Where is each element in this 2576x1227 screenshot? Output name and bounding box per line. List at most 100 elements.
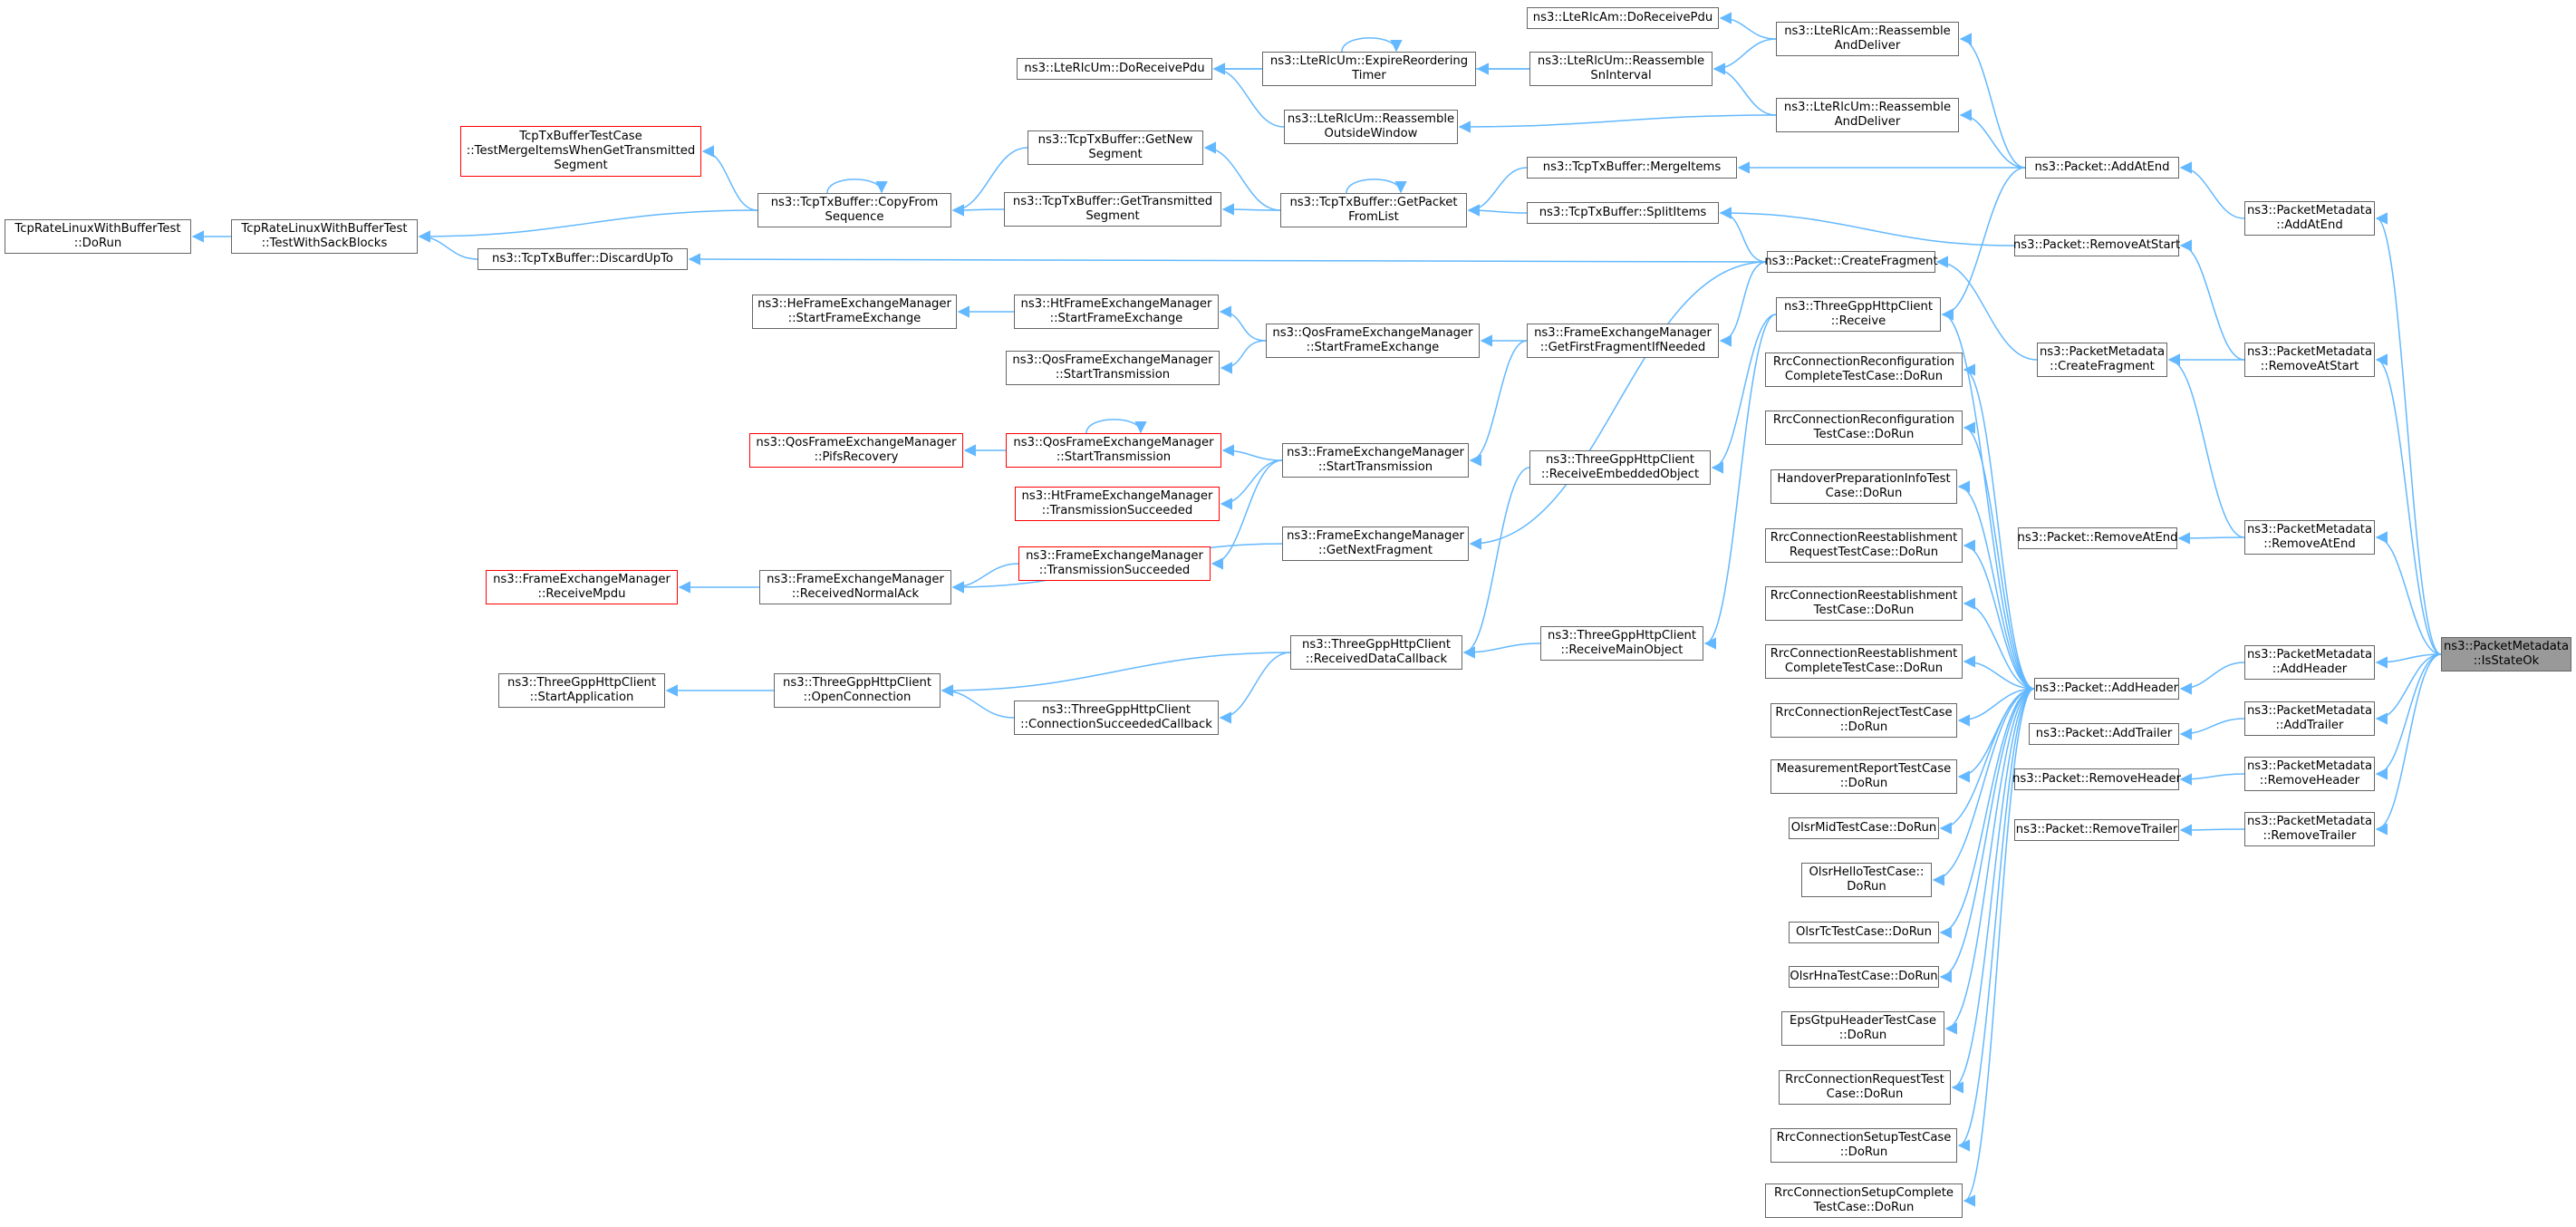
edge-rrc-reestcomplete-to-p-addheader: [1963, 655, 2035, 690]
node-olsr-hello[interactable]: OlsrHelloTestCase:: DoRun: [1801, 863, 1932, 897]
edge-um-doreceivepdu-to-um-reassembleoutside: [1212, 63, 1285, 128]
node-tcp-dorun[interactable]: TcpRateLinuxWithBufferTest ::DoRun: [5, 219, 191, 254]
node-olsr-mid[interactable]: OlsrMidTestCase::DoRun: [1789, 817, 1939, 839]
edge-p-removeatstart-to-pm-removeatstart: [2179, 239, 2245, 361]
edge-olsr-mid-to-p-addheader: [1939, 688, 2035, 835]
edge-am-doreceivepdu-to-am-reassemble: [1719, 12, 1777, 40]
node-pm-removeatstart[interactable]: ns3::PacketMetadata ::RemoveAtStart: [2244, 343, 2375, 377]
node-p-removeheader[interactable]: ns3::Packet::RemoveHeader: [2012, 768, 2181, 790]
node-p-removeatstart[interactable]: ns3::Packet::RemoveAtStart: [2013, 235, 2180, 256]
node-rrc-reestcomplete[interactable]: RrcConnectionReestablishment CompleteTes…: [1765, 644, 1963, 679]
node-olsr-tc[interactable]: OlsrTcTestCase::DoRun: [1789, 922, 1939, 943]
node-rrc-reestrequest[interactable]: RrcConnectionReestablishment RequestTest…: [1765, 528, 1963, 563]
edge-pm-createfragment-to-pm-removeatend: [2167, 353, 2245, 538]
node-p-addatend[interactable]: ns3::Packet::AddAtEnd: [2025, 157, 2179, 179]
edge-tcp-copyfromsequence-to-tcp-gettransmitted: [951, 204, 1005, 217]
node-tcp-testwithsack[interactable]: TcpRateLinuxWithBufferTest ::TestWithSac…: [231, 219, 418, 254]
node-rrc-reconfig[interactable]: RrcConnectionReconfiguration TestCase::D…: [1765, 411, 1963, 445]
node-threegpp-receive[interactable]: ns3::ThreeGppHttpClient ::Receive: [1776, 297, 1941, 332]
node-pm-addatend[interactable]: ns3::PacketMetadata ::AddAtEnd: [2244, 201, 2375, 236]
node-p-removetrailer[interactable]: ns3::Packet::RemoveTrailer: [2014, 819, 2179, 841]
node-threegpp-connectionsucceeded[interactable]: ns3::ThreeGppHttpClient ::ConnectionSucc…: [1014, 700, 1219, 735]
node-tcp-gettransmitted[interactable]: ns3::TcpTxBuffer::GetTransmitted Segment: [1004, 192, 1221, 227]
node-rrc-reject[interactable]: RrcConnectionRejectTestCase ::DoRun: [1770, 703, 1957, 738]
node-pm-addheader[interactable]: ns3::PacketMetadata ::AddHeader: [2244, 645, 2375, 680]
node-qos-starttransmission-red[interactable]: ns3::QosFrameExchangeManager ::StartTran…: [1006, 433, 1221, 468]
node-um-doreceivepdu[interactable]: ns3::LteRlcUm::DoReceivePdu: [1017, 58, 1212, 80]
edge-tcp-getpacketfromlist-to-tcp-mergeitems: [1467, 167, 1528, 217]
node-measurement[interactable]: MeasurementReportTestCase ::DoRun: [1770, 759, 1957, 794]
node-um-reassemble[interactable]: ns3::LteRlcUm::Reassemble AndDeliver: [1776, 98, 1959, 132]
node-fem-starttransmission[interactable]: ns3::FrameExchangeManager ::StartTransmi…: [1282, 443, 1469, 478]
edge-am-reassemble-to-p-addatend: [1959, 33, 2026, 169]
edge-qos-starttransmission-red-to-fem-starttransmission: [1221, 444, 1283, 461]
edge-epsgtpu-to-p-addheader: [1944, 688, 2035, 1035]
edge-pm-removeatend-to-isstateok: [2375, 531, 2442, 655]
node-pm-removetrailer[interactable]: ns3::PacketMetadata ::RemoveTrailer: [2244, 812, 2375, 846]
node-p-removeatend[interactable]: ns3::Packet::RemoveAtEnd: [2017, 527, 2178, 549]
edge-rrc-reestrequest-to-p-addheader: [1963, 539, 2035, 690]
edge-p-addheader-to-pm-addheader: [2179, 662, 2245, 695]
edge-self-qos-starttransmission-red: [1085, 419, 1147, 434]
node-qos-startframeexchange[interactable]: ns3::QosFrameExchangeManager ::StartFram…: [1266, 324, 1480, 358]
node-rrc-reest[interactable]: RrcConnectionReestablishment TestCase::D…: [1765, 586, 1963, 621]
edge-self-um-expire: [1341, 37, 1403, 53]
node-fem-transmissionsucceeded[interactable]: ns3::FrameExchangeManager ::Transmission…: [1018, 546, 1211, 581]
node-tcp-testmerge[interactable]: TcpTxBufferTestCase ::TestMergeItemsWhen…: [460, 126, 701, 177]
node-handover[interactable]: HandoverPreparationInfoTest Case::DoRun: [1770, 469, 1957, 504]
node-fem-receivempdu[interactable]: ns3::FrameExchangeManager ::ReceiveMpdu: [486, 570, 678, 604]
node-threegpp-startapplication[interactable]: ns3::ThreeGppHttpClient ::StartApplicati…: [498, 673, 665, 708]
node-pm-removeatend[interactable]: ns3::PacketMetadata ::RemoveAtEnd: [2244, 520, 2375, 555]
node-qos-pifsrecovery[interactable]: ns3::QosFrameExchangeManager ::PifsRecov…: [749, 433, 963, 468]
edge-rrc-setupcomplete-to-p-addheader: [1963, 688, 2035, 1207]
edge-p-removetrailer-to-pm-removetrailer: [2179, 824, 2245, 836]
node-um-reassembleoutside[interactable]: ns3::LteRlcUm::Reassemble OutsideWindow: [1284, 110, 1458, 144]
node-um-reassemblesn[interactable]: ns3::LteRlcUm::Reassemble SnInterval: [1529, 52, 1713, 86]
node-qos-starttransmission[interactable]: ns3::QosFrameExchangeManager ::StartTran…: [1006, 351, 1220, 385]
node-fem-getnextfragment[interactable]: ns3::FrameExchangeManager ::GetNextFragm…: [1282, 527, 1469, 561]
node-rrc-request[interactable]: RrcConnectionRequestTest Case::DoRun: [1779, 1070, 1951, 1105]
node-threegpp-receiveddatacallback[interactable]: ns3::ThreeGppHttpClient ::ReceivedDataCa…: [1290, 635, 1462, 670]
node-fem-getfirstfragment[interactable]: ns3::FrameExchangeManager ::GetFirstFrag…: [1527, 324, 1719, 358]
node-am-doreceivepdu[interactable]: ns3::LteRlcAm::DoReceivePdu: [1527, 7, 1719, 29]
node-fem-receivednormalack[interactable]: ns3::FrameExchangeManager ::ReceivedNorm…: [759, 570, 951, 604]
edge-threegpp-receivemain-to-threegpp-receive: [1703, 314, 1777, 650]
edge-rrc-reconfigcomplete-to-p-addheader: [1963, 363, 2035, 690]
node-he-startframeexchange[interactable]: ns3::HeFrameExchangeManager ::StartFrame…: [752, 295, 957, 329]
edge-p-removeatend-to-pm-removeatend: [2177, 532, 2245, 545]
edge-tcp-testwithsack-to-tcp-discardupto: [418, 230, 478, 260]
edge-threegpp-openconnection-to-threegpp-receiveddatacallback: [941, 652, 1291, 697]
node-pm-createfragment[interactable]: ns3::PacketMetadata ::CreateFragment: [2037, 343, 2167, 377]
node-tcp-discardupto[interactable]: ns3::TcpTxBuffer::DiscardUpTo: [478, 248, 688, 270]
node-rrc-setup[interactable]: RrcConnectionSetupTestCase ::DoRun: [1770, 1128, 1957, 1163]
node-am-reassemble[interactable]: ns3::LteRlcAm::Reassemble AndDeliver: [1776, 22, 1959, 56]
node-tcp-getnewsegment[interactable]: ns3::TcpTxBuffer::GetNew Segment: [1028, 130, 1203, 165]
node-tcp-splititems[interactable]: ns3::TcpTxBuffer::SplitItems: [1527, 202, 1719, 224]
node-ht-startframeexchange[interactable]: ns3::HtFrameExchangeManager ::StartFrame…: [1014, 295, 1219, 329]
node-threegpp-receiveembedded[interactable]: ns3::ThreeGppHttpClient ::ReceiveEmbedde…: [1529, 450, 1711, 485]
edge-rrc-reconfig-to-p-addheader: [1963, 421, 2035, 690]
edge-ht-transmissionsucceeded-to-fem-starttransmission: [1220, 459, 1283, 510]
node-pm-addtrailer[interactable]: ns3::PacketMetadata ::AddTrailer: [2244, 701, 2375, 736]
node-tcp-copyfromsequence[interactable]: ns3::TcpTxBuffer::CopyFrom Sequence: [757, 193, 951, 227]
node-tcp-mergeitems[interactable]: ns3::TcpTxBuffer::MergeItems: [1527, 157, 1737, 179]
node-um-expire[interactable]: ns3::LteRlcUm::ExpireReordering Timer: [1262, 52, 1476, 86]
edge-p-createfragment-to-pm-createfragment: [1935, 256, 2038, 361]
node-threegpp-openconnection[interactable]: ns3::ThreeGppHttpClient ::OpenConnection: [774, 673, 941, 708]
node-p-createfragment[interactable]: ns3::Packet::CreateFragment: [1764, 251, 1938, 273]
node-p-addtrailer[interactable]: ns3::Packet::AddTrailer: [2029, 723, 2179, 745]
node-rrc-setupcomplete[interactable]: RrcConnectionSetupComplete TestCase::DoR…: [1765, 1184, 1963, 1218]
node-ht-transmissionsucceeded[interactable]: ns3::HtFrameExchangeManager ::Transmissi…: [1015, 487, 1220, 521]
edge-handover-to-p-addheader: [1957, 480, 2035, 690]
node-rrc-reconfigcomplete[interactable]: RrcConnectionReconfiguration CompleteTes…: [1765, 353, 1963, 387]
node-tcp-getpacketfromlist[interactable]: ns3::TcpTxBuffer::GetPacket FromList: [1280, 193, 1467, 227]
node-pm-removeheader[interactable]: ns3::PacketMetadata ::RemoveHeader: [2244, 757, 2375, 791]
edge-threegpp-receiveembedded-to-threegpp-receive: [1711, 314, 1777, 474]
node-threegpp-receivemain[interactable]: ns3::ThreeGppHttpClient ::ReceiveMainObj…: [1540, 626, 1703, 661]
node-epsgtpu[interactable]: EpsGtpuHeaderTestCase ::DoRun: [1781, 1011, 1944, 1046]
edge-threegpp-receiveddatacallback-to-threegpp-receiveembedded: [1462, 467, 1530, 659]
node-p-addheader[interactable]: ns3::Packet::AddHeader: [2034, 678, 2179, 700]
edge-qos-starttransmission-to-qos-startframeexchange: [1220, 340, 1267, 374]
edge-tcp-getpacketfromlist-to-tcp-splititems: [1467, 204, 1528, 217]
node-olsr-hna[interactable]: OlsrHnaTestCase::DoRun: [1789, 966, 1939, 988]
